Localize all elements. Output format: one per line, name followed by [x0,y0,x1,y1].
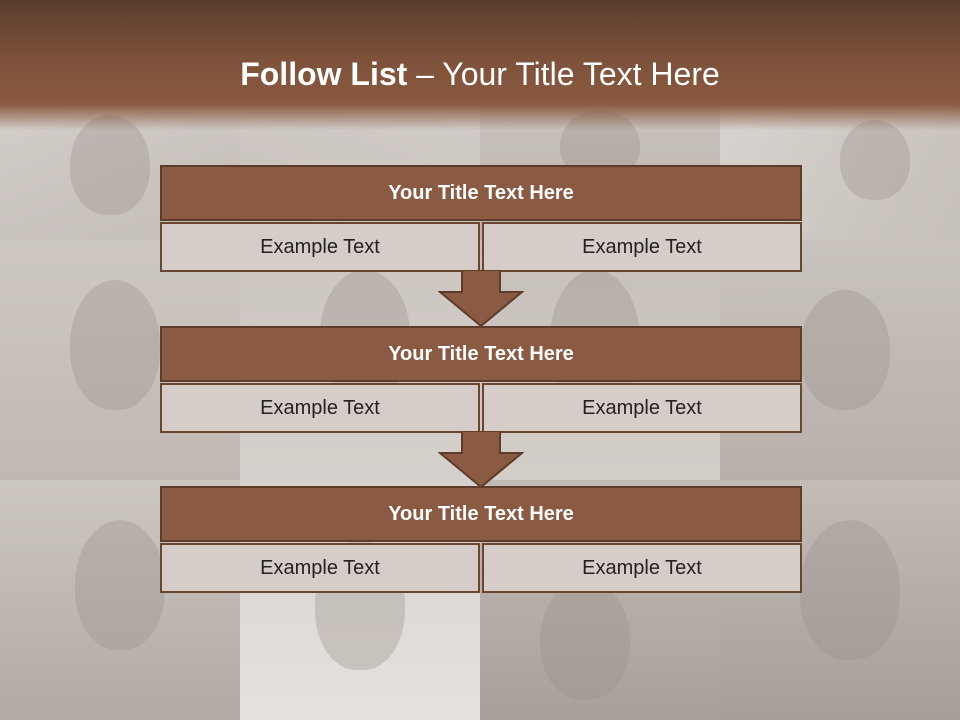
slide-title: Follow List – Your Title Text Here [0,56,960,93]
block-cell-left: Example Text [160,383,480,433]
down-arrow-icon [438,431,524,489]
list-block-1: Your Title Text Here Example Text Exampl… [160,165,802,272]
list-block-3: Your Title Text Here Example Text Exampl… [160,486,802,593]
block-title: Your Title Text Here [160,326,802,382]
block-row: Example Text Example Text [160,383,802,433]
list-block-2: Your Title Text Here Example Text Exampl… [160,326,802,433]
block-title: Your Title Text Here [160,486,802,542]
title-band [0,0,960,130]
photo-tile [0,480,240,720]
block-cell-left: Example Text [160,222,480,272]
block-cell-right: Example Text [482,383,802,433]
block-title: Your Title Text Here [160,165,802,221]
block-cell-left: Example Text [160,543,480,593]
block-row: Example Text Example Text [160,543,802,593]
block-row: Example Text Example Text [160,222,802,272]
slide-title-bold: Follow List [240,56,408,92]
down-arrow-icon [438,270,524,328]
slide-title-rest: – Your Title Text Here [407,56,720,92]
block-cell-right: Example Text [482,222,802,272]
block-cell-right: Example Text [482,543,802,593]
